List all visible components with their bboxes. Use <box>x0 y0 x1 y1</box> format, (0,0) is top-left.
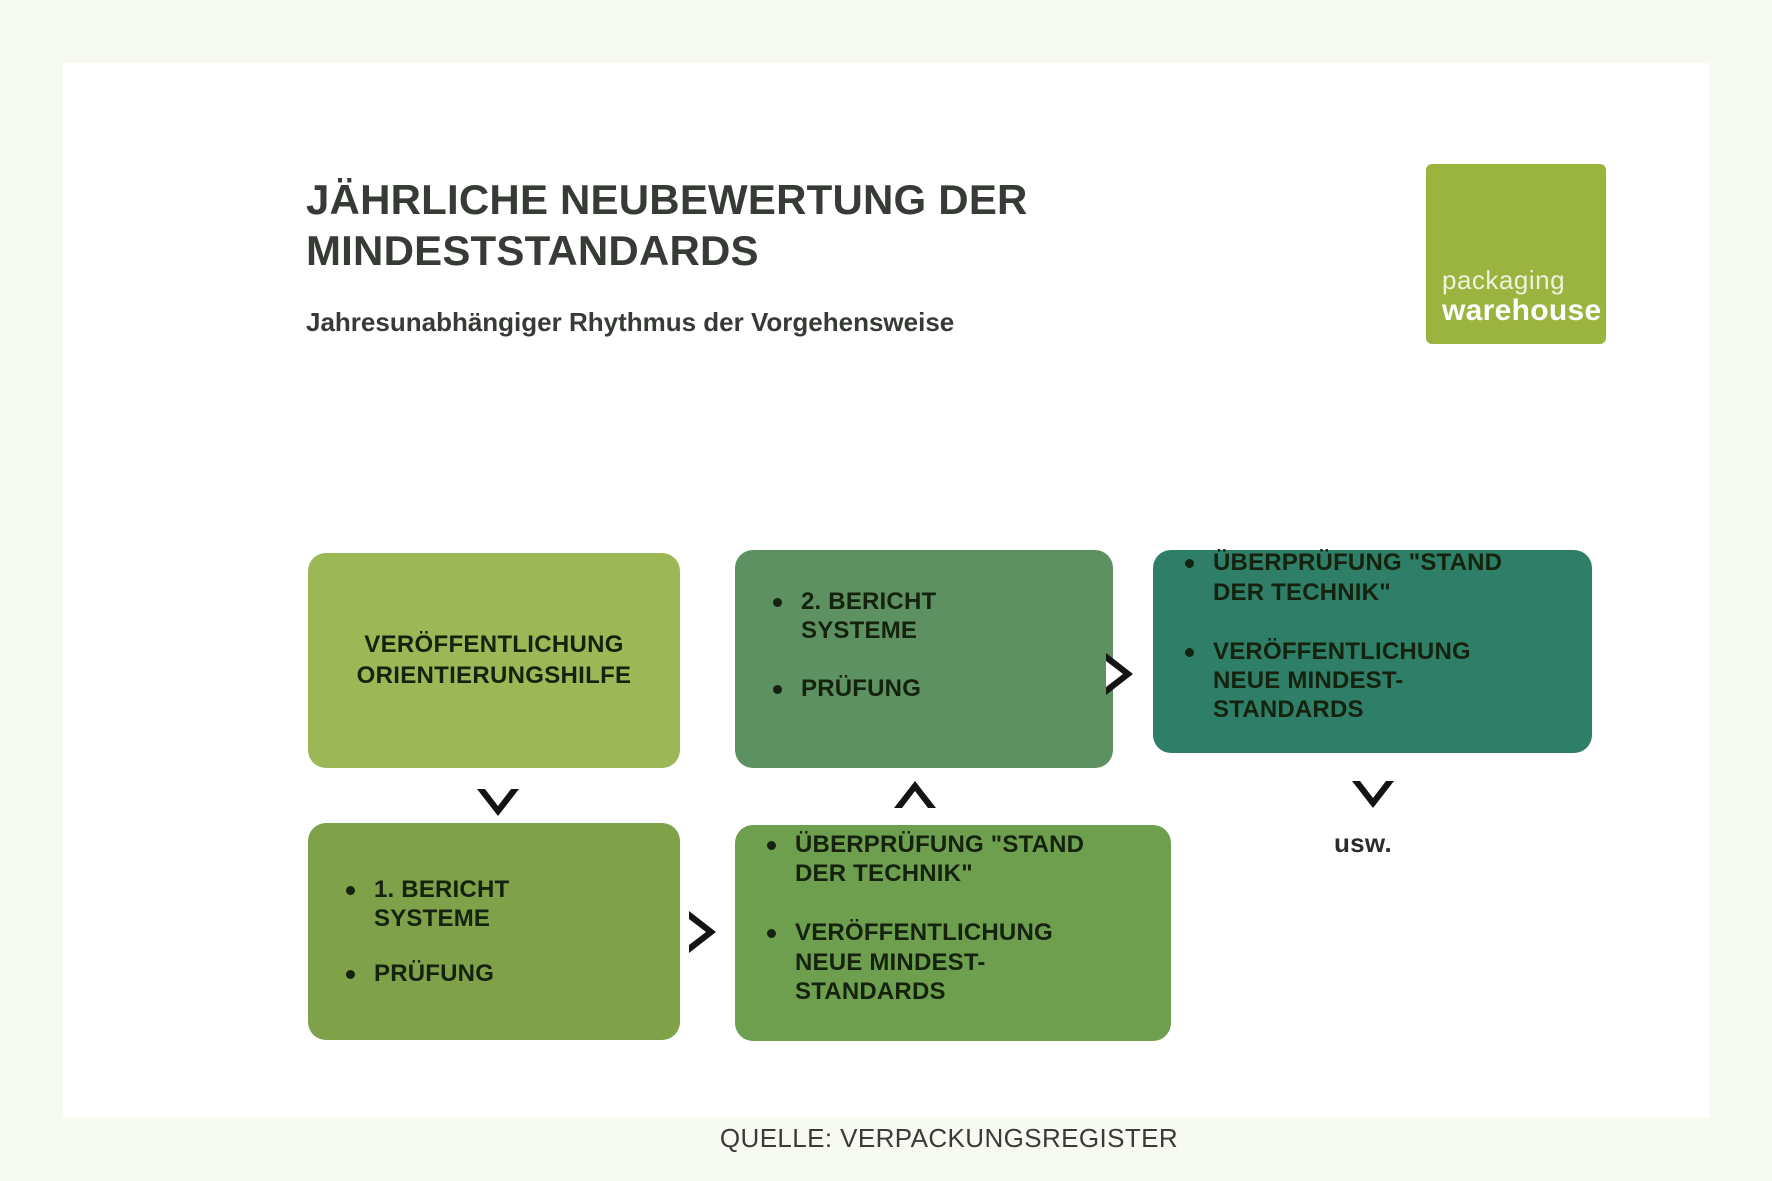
slide-card: JÄHRLICHE NEUBEWERTUNG DER MINDESTSTANDA… <box>63 63 1709 1153</box>
brand-logo-line-packaging: packaging <box>1442 265 1566 296</box>
brand-logo-line-warehouse: warehouse <box>1442 293 1602 327</box>
brand-logo: packaging warehouse <box>1426 164 1606 344</box>
flow-box-publication-title: VERÖFFENTLICHUNG ORIENTIERUNGSHILFE <box>356 630 632 689</box>
arrow-right-icon <box>1106 653 1133 695</box>
flow-box-report2[interactable]: 2. BERICHT SYSTEME PRÜFUNG <box>735 550 1113 768</box>
list-item: PRÜFUNG <box>769 674 1087 703</box>
list-item: VERÖFFENTLICHUNG NEUE MINDEST- STANDARDS <box>1181 637 1572 725</box>
flow-box-report1[interactable]: 1. BERICHT SYSTEME PRÜFUNG <box>308 823 680 1040</box>
arrow-right-icon <box>689 911 716 953</box>
list-item: PRÜFUNG <box>342 959 654 988</box>
flow-box-report1-list: 1. BERICHT SYSTEME PRÜFUNG <box>308 875 680 989</box>
flow-box-review-top-list: ÜBERPRÜFUNG "STAND DER TECHNIK" VERÖFFEN… <box>1153 548 1592 754</box>
flow-box-report2-list: 2. BERICHT SYSTEME PRÜFUNG <box>735 587 1113 731</box>
source-note: QUELLE: VERPACKUNGSREGISTER <box>719 1123 1179 1153</box>
list-item: 1. BERICHT SYSTEME <box>342 875 654 934</box>
arrow-down-icon <box>477 789 519 816</box>
page-subtitle: Jahresunabhängiger Rhythmus der Vorgehen… <box>306 307 955 337</box>
brand-logo-text: packaging warehouse <box>1442 265 1602 327</box>
arrow-up-icon <box>894 781 936 808</box>
arrow-down-icon <box>1352 781 1394 808</box>
list-item: ÜBERPRÜFUNG "STAND DER TECHNIK" <box>1181 548 1572 607</box>
etc-label: usw. <box>1333 828 1393 858</box>
flow-box-review-bottom-list: ÜBERPRÜFUNG "STAND DER TECHNIK" VERÖFFEN… <box>735 830 1171 1036</box>
flow-box-publication[interactable]: VERÖFFENTLICHUNG ORIENTIERUNGSHILFE <box>308 553 680 768</box>
page-title: JÄHRLICHE NEUBEWERTUNG DER MINDESTSTANDA… <box>306 176 1028 275</box>
list-item: 2. BERICHT SYSTEME <box>769 587 1087 646</box>
flow-box-review-bottom[interactable]: ÜBERPRÜFUNG "STAND DER TECHNIK" VERÖFFEN… <box>735 825 1171 1041</box>
list-item: ÜBERPRÜFUNG "STAND DER TECHNIK" <box>763 830 1151 889</box>
flow-box-review-top[interactable]: ÜBERPRÜFUNG "STAND DER TECHNIK" VERÖFFEN… <box>1153 548 1592 754</box>
list-item: VERÖFFENTLICHUNG NEUE MINDEST- STANDARDS <box>763 918 1151 1006</box>
